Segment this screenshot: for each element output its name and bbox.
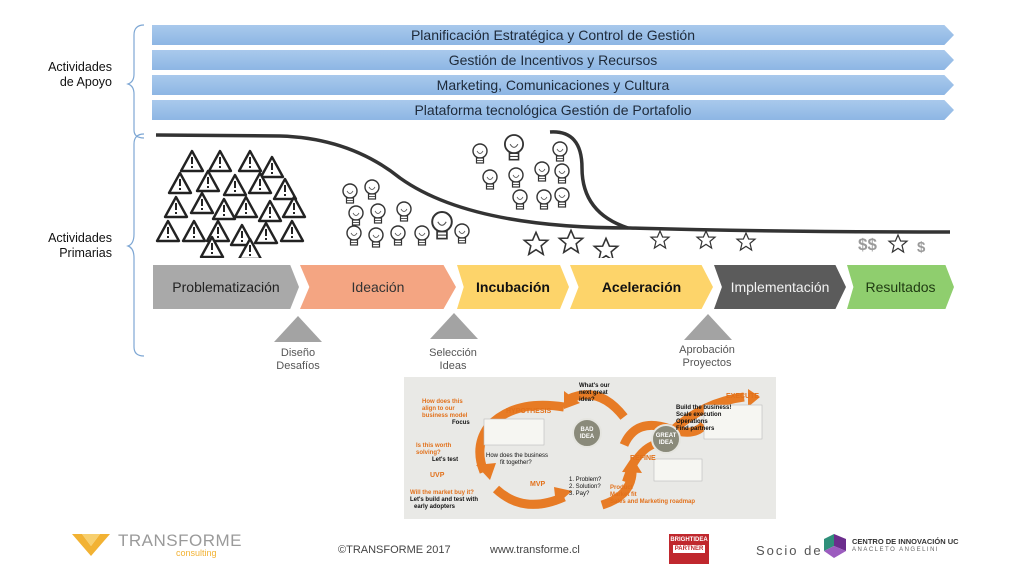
support-brace <box>126 24 145 357</box>
funnel-illustration: $$ $ <box>155 130 951 258</box>
cycle-arrows <box>475 389 763 510</box>
brand-subtitle: consulting <box>176 548 217 558</box>
funnel-curve <box>155 133 951 234</box>
gate-triangle-approval <box>684 314 732 340</box>
transforme-logo-icon <box>72 534 110 556</box>
ideas-bulbs-cluster <box>342 179 470 248</box>
incubation-bulbs-cluster <box>472 134 570 210</box>
stage-aceleracion: Aceleración <box>570 265 713 309</box>
stage-resultados: Resultados <box>847 265 954 309</box>
primary-activities-label: Actividades Primarias <box>48 231 112 260</box>
partner-name: CENTRO DE INNOVACIÓN UC <box>852 537 959 546</box>
stars-cluster <box>523 229 908 258</box>
acceleration-curve <box>549 130 629 230</box>
stage-incubacion: Incubación <box>457 265 569 309</box>
stage-problematizacion: Problematización <box>153 265 299 309</box>
cycle-heading-refine: REFINE <box>630 455 656 462</box>
warning-signs-cluster <box>155 149 307 258</box>
centro-innovacion-logo-icon <box>824 534 846 558</box>
partner-subname: ANACLETO ANGELINI <box>852 547 940 553</box>
dollar-symbol: $ <box>917 239 926 256</box>
cycle-text-q5: Will the market buy it?Let's build and t… <box>410 490 479 510</box>
partner-prefix: Socio de <box>756 543 823 558</box>
dollars-symbol: $$ <box>858 235 877 254</box>
cycle-text-q1: How does this align to our business mode… <box>422 399 470 426</box>
lean-cycle-image: How does this align to our business mode… <box>404 377 776 519</box>
support-bar-incentives: Gestión de Incentivos y Recursos <box>152 50 954 70</box>
brightidea-partner-badge: BRIGHTIDEA PARTNER <box>669 534 709 564</box>
stage-implementacion: Implementación <box>714 265 846 309</box>
support-bar-platform: Plataforma tecnológica Gestión de Portaf… <box>152 100 954 120</box>
website-link[interactable]: www.transforme.cl <box>490 544 580 556</box>
cycle-text-mvp-questions: 1. Problem?2. Solution?3. Pay? <box>569 477 602 497</box>
cycle-heading-uvp: UVP <box>430 472 445 479</box>
brand-name: TRANSFORME <box>118 531 242 550</box>
gate-triangle-selection <box>430 313 478 339</box>
cycle-heading-execute: EXECUTE <box>726 393 760 400</box>
support-bar-marketing: Marketing, Comunicaciones y Cultura <box>152 75 954 95</box>
gate-triangle-design <box>274 316 322 342</box>
support-activities-label: Actividades de Apoyo <box>48 60 112 89</box>
copyright-text: ©TRANSFORME 2017 <box>338 544 451 556</box>
support-bar-planning: Planificación Estratégica y Control de G… <box>152 25 954 45</box>
stage-ideacion: Ideación <box>300 265 456 309</box>
cycle-heading-hypothesis: HYPOTHESIS <box>506 408 552 415</box>
cycle-heading-mvp: MVP <box>530 481 546 488</box>
